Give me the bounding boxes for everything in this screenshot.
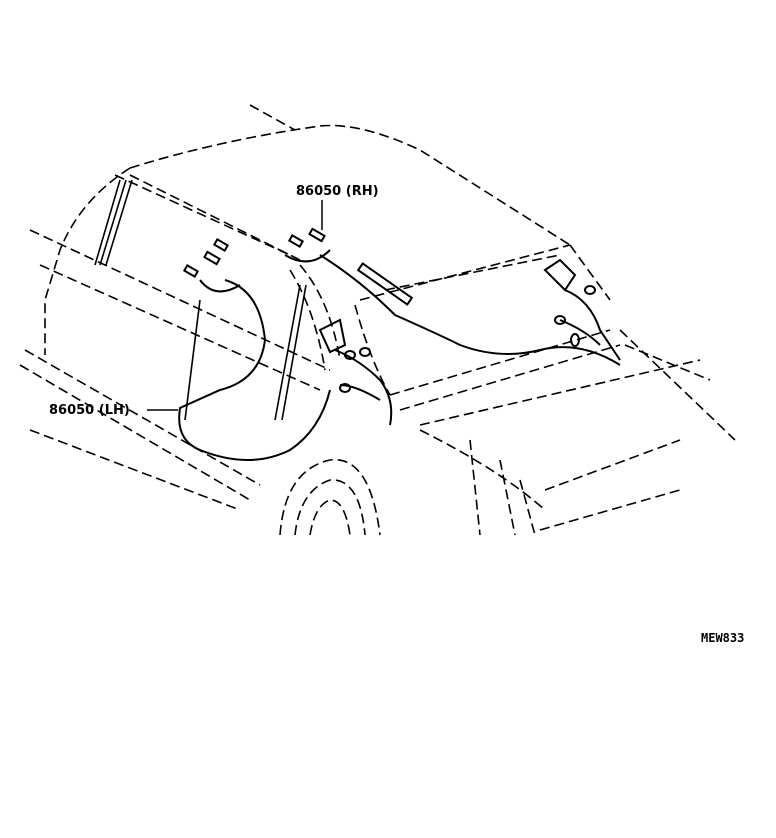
callout-leaders	[147, 200, 323, 411]
window-frames	[94, 179, 307, 421]
wire-harness-rh	[284, 227, 621, 426]
wire-harness-lh	[178, 238, 331, 461]
callout-86050-lh: 86050 (LH)	[49, 403, 130, 418]
callout-86050-rh: 86050 (RH)	[296, 184, 379, 199]
reference-code: MEW833	[701, 631, 745, 645]
car-body-outline	[19, 104, 736, 536]
